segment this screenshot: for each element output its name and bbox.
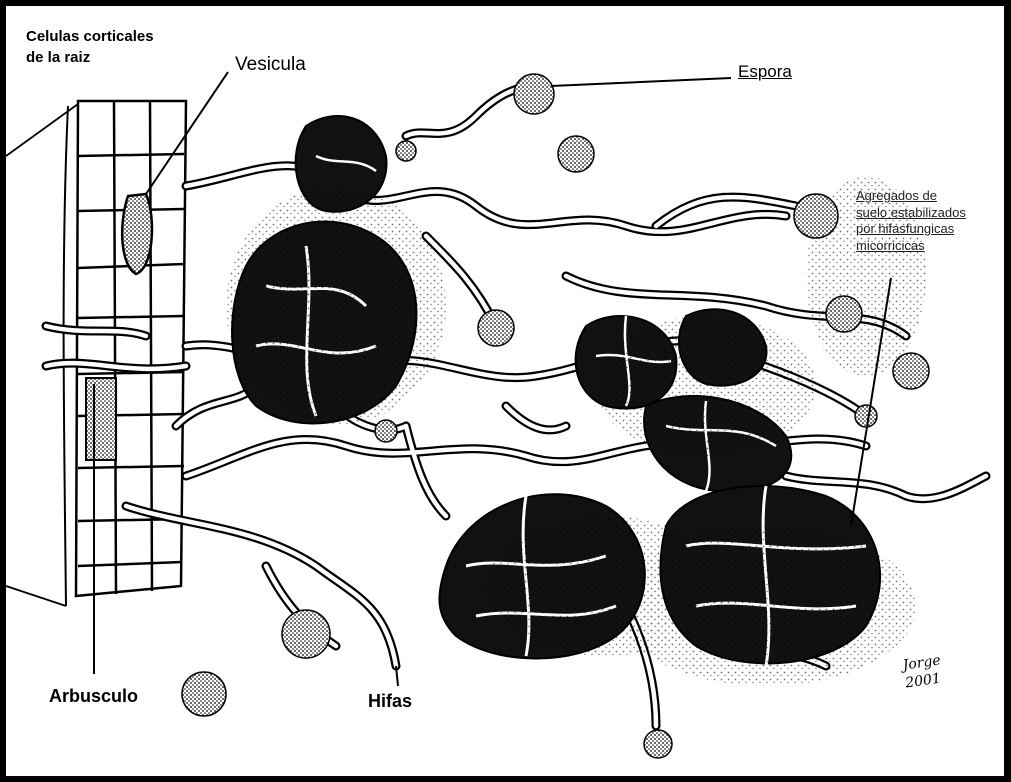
spore [893,353,929,389]
label-line: de la raiz [26,47,154,68]
label-arbuscule: Arbusculo [49,686,138,708]
arbuscule-structure [86,378,116,674]
label-vesicle: Vesicula [235,54,306,77]
spore [282,610,330,658]
label-spore: Espora [738,62,792,82]
artist-signature: Jorge 2001 [902,652,945,693]
spore [396,141,416,161]
label-line: micorricicas [856,238,966,255]
spore [375,420,397,442]
spore [644,730,672,758]
spore [558,136,594,172]
spore [826,296,862,332]
label-line: Agregados de [856,188,966,205]
label-soil-aggregates: Agregados de suelo estabilizados por hif… [856,188,966,254]
spore [478,310,514,346]
soil-particles [226,176,926,686]
spore [514,74,554,114]
label-hyphae: Hifas [368,691,412,713]
spore [182,672,226,716]
spore [794,194,838,238]
spore [855,405,877,427]
label-line: suelo estabilizados [856,205,966,222]
root-cortical-cells [6,101,186,606]
label-line: Celulas corticales [26,26,154,47]
label-root-cortical-cells: Celulas corticales de la raiz [26,26,154,68]
vesicle-structure [122,72,228,274]
mycorrhiza-illustration [6,6,1011,782]
label-line: por hifasfungicas [856,221,966,238]
